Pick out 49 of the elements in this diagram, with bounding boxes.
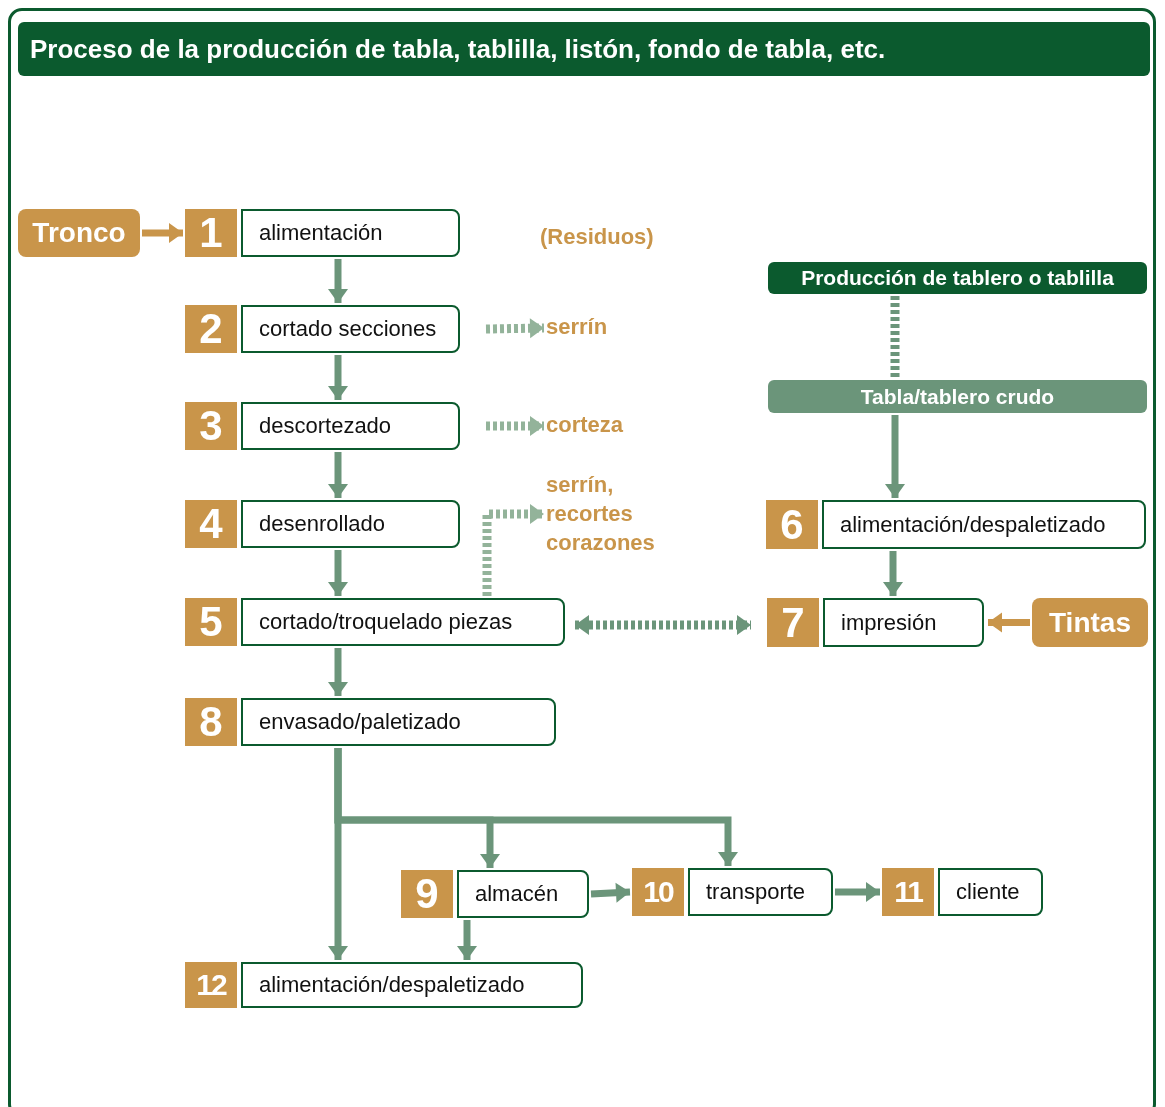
step-number: 6 (766, 500, 818, 549)
waste-label: serrín, recortes corazones (546, 470, 661, 557)
process-box: envasado/paletizado (241, 698, 556, 746)
dashed-arrow (575, 615, 751, 635)
process-box: descortezado (241, 402, 460, 450)
arrow (328, 550, 348, 596)
arrow (334, 748, 738, 866)
arrow (883, 551, 903, 596)
dashed-arrow (486, 416, 544, 436)
process-box: cliente (938, 868, 1043, 916)
title-bar: Proceso de la producción de tabla, tablilla, listón, fondo de tabla, etc. (18, 22, 1150, 76)
process-box: cortado secciones (241, 305, 460, 353)
process-box: alimentación/despaletizado (241, 962, 583, 1008)
waste-label: serrín (546, 312, 646, 341)
process-box: almacén (457, 870, 589, 918)
step-number: 12 (185, 962, 237, 1008)
arrow (835, 882, 880, 902)
step-number: 5 (185, 598, 237, 646)
arrow (328, 259, 348, 303)
step-number: 3 (185, 402, 237, 450)
process-box: transporte (688, 868, 833, 916)
step-number: 7 (767, 598, 819, 647)
stage-bar: Tabla/tablero crudo (768, 380, 1147, 413)
arrow (457, 920, 477, 960)
step-number: 9 (401, 870, 453, 918)
arrow (328, 452, 348, 498)
input-label: Tronco (18, 209, 140, 257)
waste-label: corteza (546, 410, 646, 439)
arrow (328, 355, 348, 400)
step-number: 1 (185, 209, 237, 257)
section-label: (Residuos) (540, 223, 654, 251)
process-box: alimentación (241, 209, 460, 257)
input-label: Tintas (1032, 598, 1148, 647)
arrow (590, 882, 631, 903)
step-number: 8 (185, 698, 237, 746)
process-box: cortado/troquelado piezas (241, 598, 565, 646)
arrow (328, 648, 348, 696)
step-number: 4 (185, 500, 237, 548)
dashed-arrow (482, 504, 544, 596)
dashed-arrow (485, 318, 545, 339)
step-number: 10 (632, 868, 684, 916)
step-number: 11 (882, 868, 934, 916)
arrow (885, 415, 905, 498)
step-number: 2 (185, 305, 237, 353)
header-bar: Producción de tablero o tablilla (768, 262, 1147, 294)
process-box: impresión (823, 598, 984, 647)
process-box: desenrollado (241, 500, 460, 548)
arrow (142, 223, 183, 243)
process-box: alimentación/despaletizado (822, 500, 1146, 549)
